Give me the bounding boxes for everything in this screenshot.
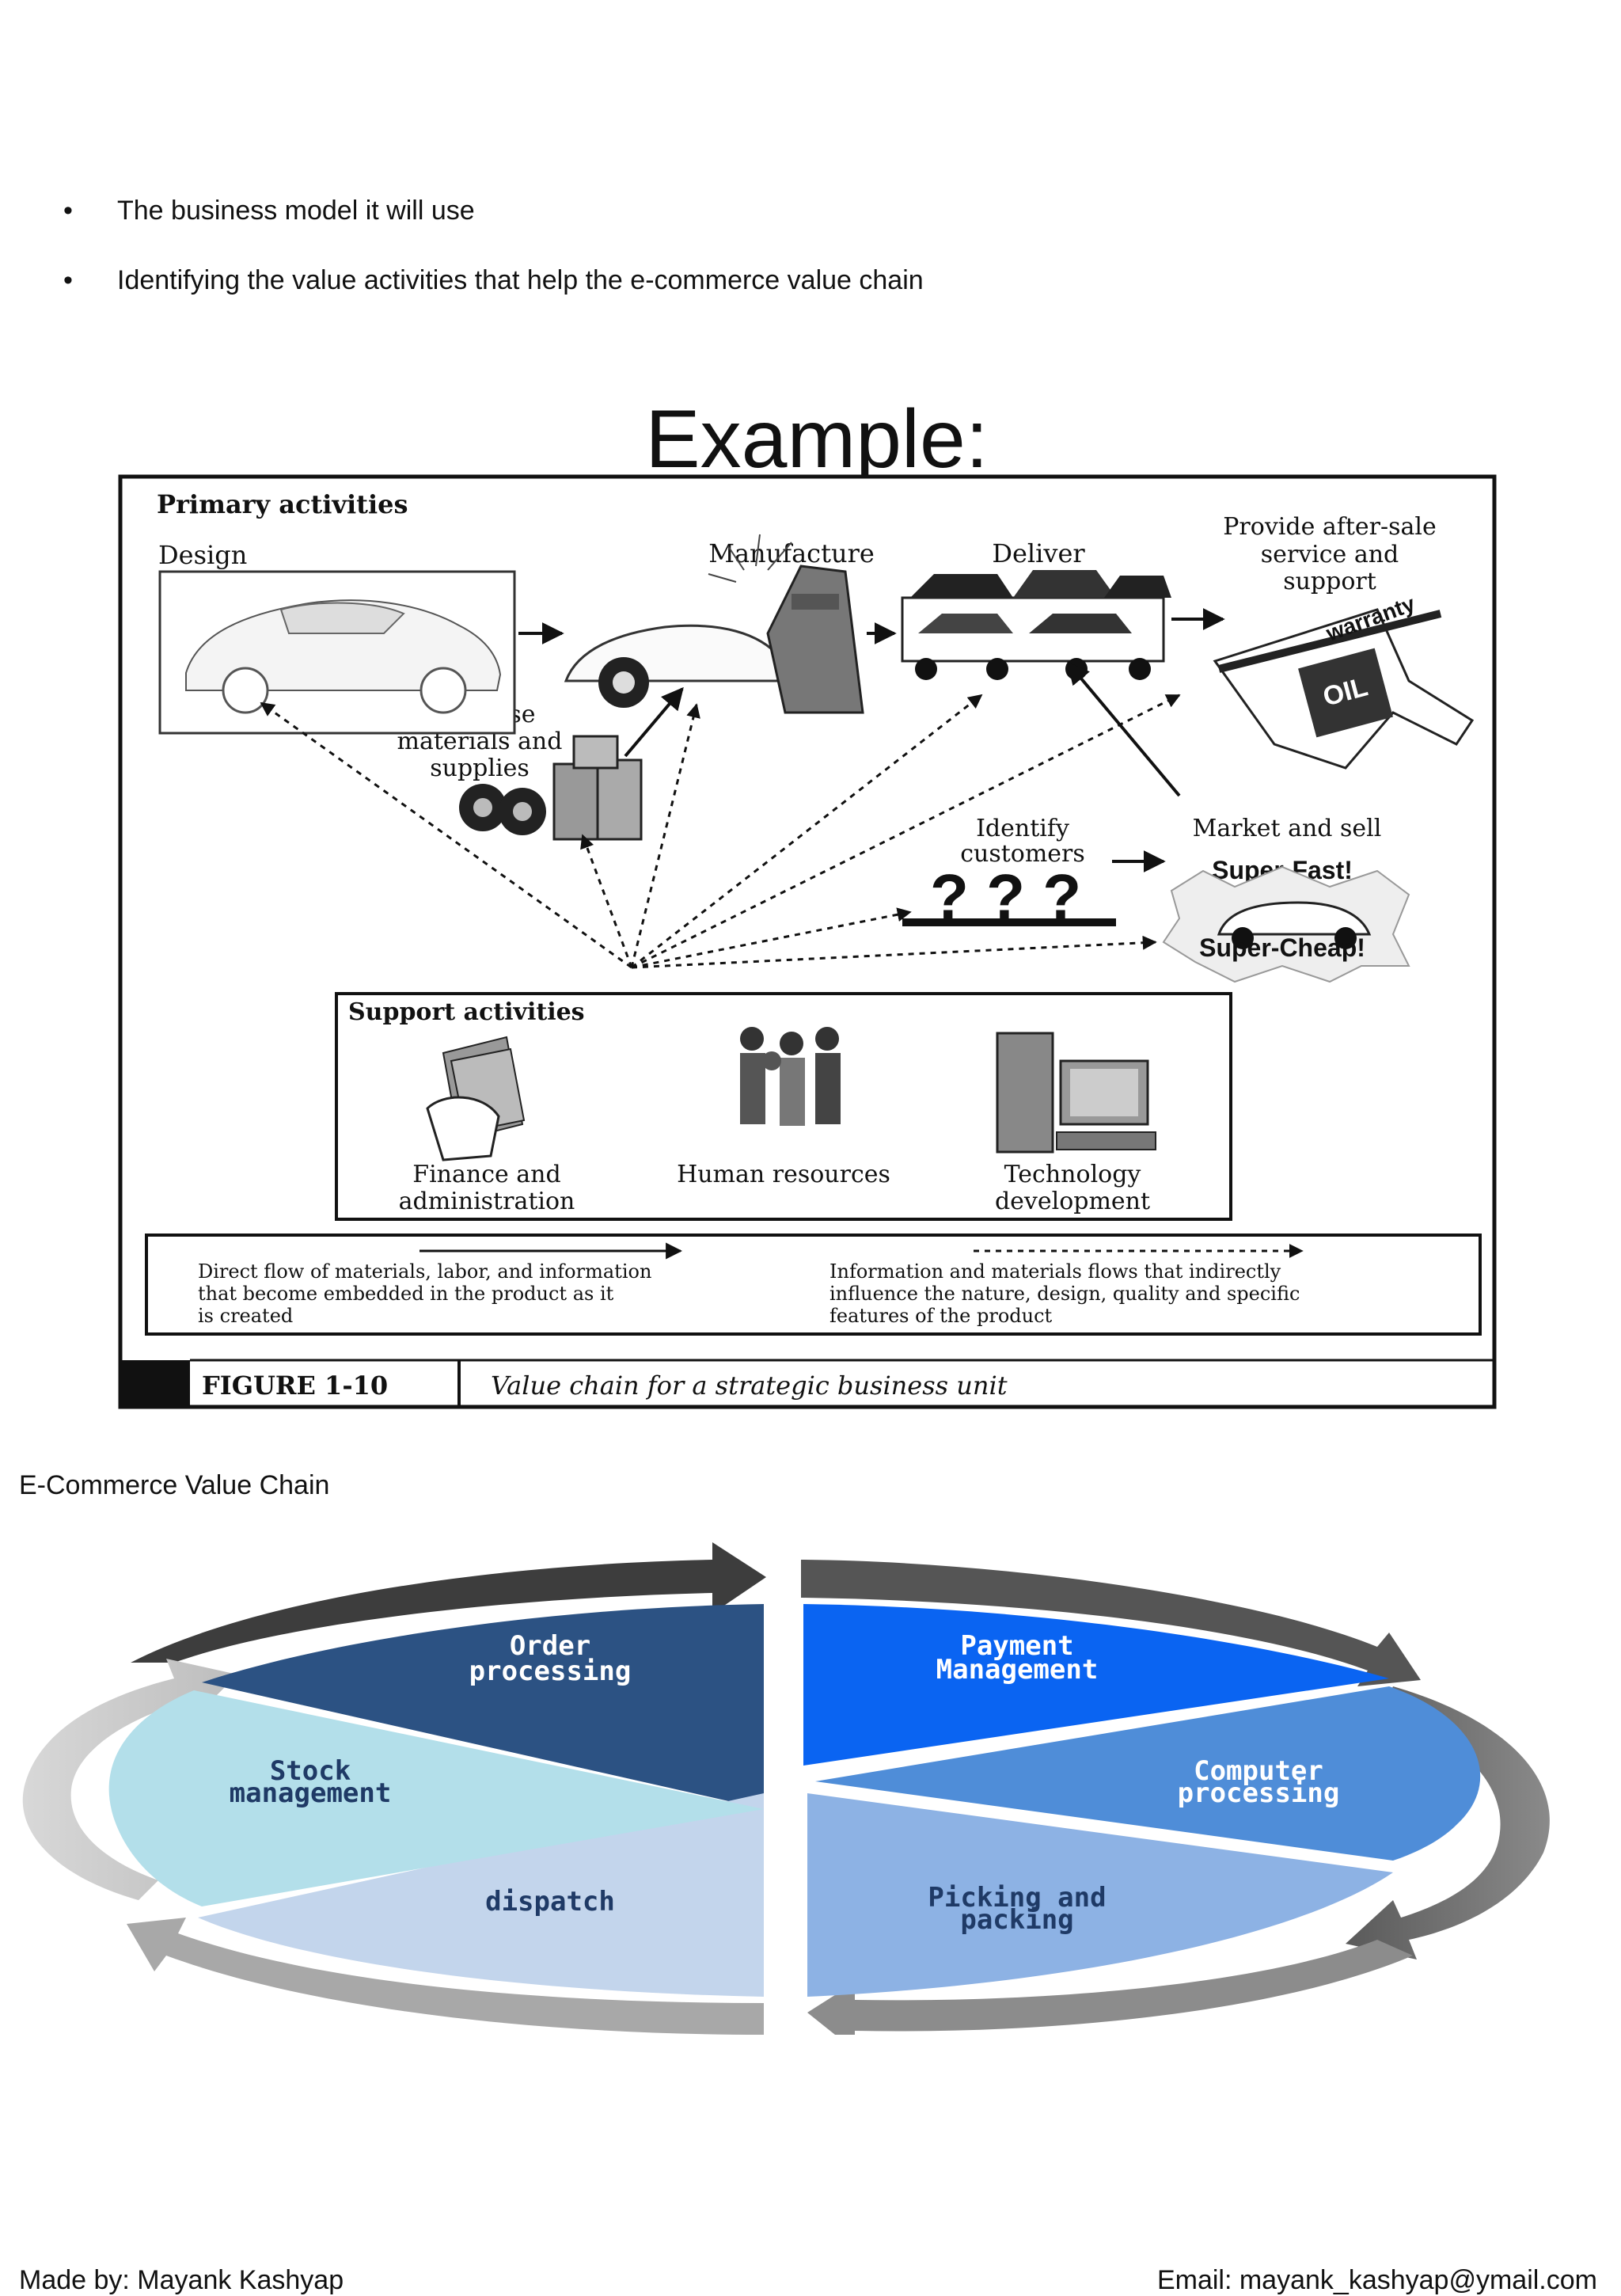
arc-arrow-bottom-left <box>127 1918 764 2035</box>
support-activities-heading: Support activities <box>348 998 585 1026</box>
value-chain-figure: Example: Primary activities Design Manuf… <box>118 396 1497 1409</box>
arc-arrow-right <box>1346 1686 1550 1960</box>
bullet-item: • The business model it will use <box>63 195 924 226</box>
picking-label-1: Picking and <box>928 1882 1106 1914</box>
people-group-image <box>740 1027 841 1126</box>
technology-label-1: Technology <box>1004 1161 1141 1188</box>
market-car-image: Super-Fast! Super-Cheap! <box>1162 856 1410 983</box>
legend-direct-1: Direct flow of materials, labor, and inf… <box>198 1260 651 1283</box>
segment-stock-management <box>108 1690 764 1906</box>
order-label-2: processing <box>469 1655 632 1687</box>
arc-arrow-top-right <box>801 1560 1421 1686</box>
stock-label-1: Stock <box>270 1755 351 1787</box>
design-label: Design <box>158 540 247 570</box>
deliver-truck-image <box>901 570 1171 680</box>
figure-number: FIGURE 1-10 <box>202 1370 388 1401</box>
bullet-text: The business model it will use <box>117 196 475 226</box>
legend-direct-3: is created <box>198 1305 293 1327</box>
segment-dispatch <box>198 1793 764 1997</box>
identify-label-1: Identify <box>976 815 1069 842</box>
computer-image <box>996 1032 1156 1154</box>
design-car-image <box>158 570 516 735</box>
technology-label-2: development <box>995 1188 1150 1215</box>
dispatch-label: dispatch <box>485 1886 615 1918</box>
segment-picking-packing <box>807 1793 1393 1997</box>
legend-box <box>145 1234 1482 1336</box>
market-label: Market and sell <box>1193 815 1382 842</box>
human-resources-label: Human resources <box>677 1161 890 1188</box>
manufacture-car-image <box>564 534 864 714</box>
primary-activities-heading: Primary activities <box>157 489 408 519</box>
indirect-flow-arrows <box>260 694 1181 969</box>
bullet-list: • The business model it will use • Identif… <box>63 195 924 334</box>
figure-label-block <box>120 1360 190 1407</box>
finance-label-1: Finance and <box>412 1161 560 1188</box>
deliver-label: Deliver <box>992 538 1085 568</box>
bullet-item: • Identifying the value activities that h… <box>63 264 924 296</box>
arc-arrow-left <box>22 1659 238 1900</box>
bullet-text: Identifying the value activities that he… <box>117 265 924 295</box>
finance-label-2: administration <box>399 1188 575 1215</box>
identify-label-2: customers <box>960 840 1085 868</box>
arc-arrow-bottom-right <box>807 1940 1413 2035</box>
computer-label-2: processing <box>1178 1777 1340 1809</box>
super-cheap-text: Super-Cheap! <box>1199 933 1365 962</box>
computer-label-1: Computer <box>1194 1755 1323 1787</box>
bullet-dot-icon: • <box>63 196 73 226</box>
example-title: Example: <box>645 396 989 485</box>
ecommerce-wheel-figure: Order processing Payment Management Comp… <box>22 1542 1550 2035</box>
payment-label-2: Management <box>936 1654 1099 1686</box>
footer-author: Made by: Mayank Kashyap <box>19 2265 344 2295</box>
customers-question-image: ? ? ? <box>902 861 1116 932</box>
footer-email: Email: mayank_kashyap@ymail.com <box>1156 2265 1597 2295</box>
order-label-1: Order <box>510 1630 590 1662</box>
after-sale-label-3: support <box>1283 568 1376 595</box>
warranty-oil-image: warranty OIL <box>1213 591 1475 770</box>
money-hand-image <box>426 1036 526 1161</box>
segment-computer-processing <box>815 1686 1481 1861</box>
legend-indirect-3: features of the product <box>829 1305 1053 1327</box>
picking-label-2: packing <box>960 1904 1073 1936</box>
after-sale-label-1: Provide after-sale <box>1223 513 1437 541</box>
payment-label-1: Payment <box>960 1630 1073 1662</box>
arc-arrow-top-left <box>131 1542 766 1663</box>
stock-label-2: management <box>230 1777 392 1809</box>
legend-direct-2: that become embedded in the product as i… <box>198 1283 614 1305</box>
bullet-dot-icon: • <box>63 265 73 295</box>
after-sale-label-2: service and <box>1261 541 1399 568</box>
ecommerce-caption: E-Commerce Value Chain <box>19 1470 330 1500</box>
purchase-label-3: supplies <box>430 755 529 782</box>
figure-caption: Value chain for a strategic business uni… <box>491 1370 1008 1401</box>
legend-indirect-1: Information and materials flows that ind… <box>829 1260 1281 1283</box>
segment-order-processing <box>202 1604 764 1809</box>
direct-flow-arrows <box>518 608 1225 872</box>
legend-indirect-2: influence the nature, design, quality an… <box>829 1283 1300 1305</box>
tires-barrels-image <box>459 735 643 841</box>
segment-payment-management <box>803 1604 1389 1766</box>
